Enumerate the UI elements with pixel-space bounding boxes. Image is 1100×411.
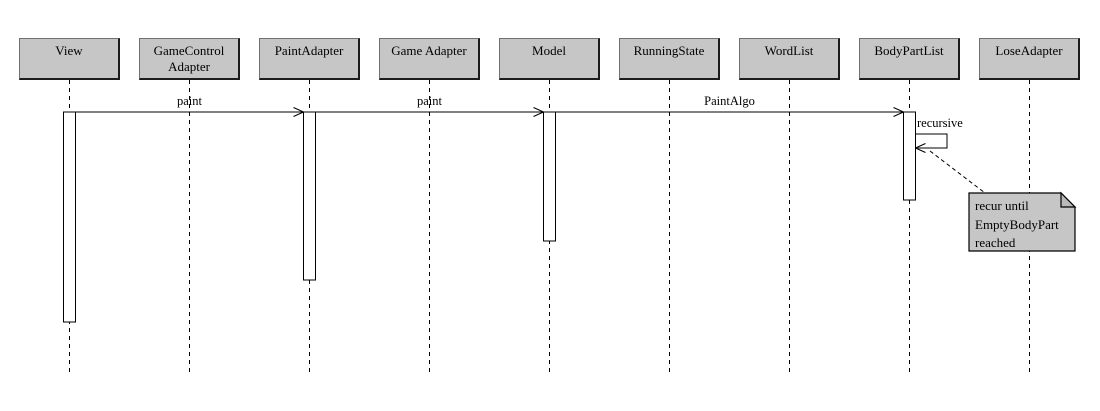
participant-label: WordList <box>764 43 814 58</box>
participant-label: RunningState <box>633 43 705 58</box>
note-fold-icon <box>1060 191 1077 208</box>
note-line: reached <box>975 235 1016 250</box>
participant-bodypartlist: BodyPartList <box>859 38 960 80</box>
message-arrowhead-2 <box>893 107 904 117</box>
participant-label: Game Adapter <box>391 43 467 58</box>
participant-model: Model <box>499 38 600 80</box>
participant-game-adapter: Game Adapter <box>379 38 480 80</box>
participant-label: BodyPartList <box>874 43 944 58</box>
participant-runningstate: RunningState <box>619 38 720 80</box>
message-arrowhead-0 <box>293 107 304 117</box>
self-call-line <box>915 133 948 149</box>
note-line: EmptyBodyPart <box>975 216 1059 232</box>
activation-view <box>63 111 76 323</box>
note-shape <box>968 192 1076 252</box>
message-label-3: recursive <box>917 116 963 130</box>
message-label-2: PaintAlgo <box>704 94 755 108</box>
participant-label: Model <box>532 43 566 58</box>
participant-label: View <box>55 43 83 58</box>
activation-bodypartlist <box>903 111 916 201</box>
participant-label: PaintAdapter <box>274 43 344 58</box>
note-anchor-line <box>929 150 986 194</box>
message-arrowhead-1 <box>533 107 544 117</box>
message-label-1: paint <box>417 94 442 108</box>
participant-view: View <box>19 38 120 80</box>
participant-label: LoseAdapter <box>995 43 1063 58</box>
note-line: recur until <box>975 198 1029 213</box>
participant-label: GameControl Adapter <box>153 43 225 74</box>
activation-model <box>543 111 556 242</box>
message-label-0: paint <box>177 94 202 108</box>
note-text: recur until EmptyBodyPart reached <box>975 197 1059 253</box>
activation-paintadapter <box>303 111 316 281</box>
participant-wordlist: WordList <box>739 38 840 80</box>
participant-loseadapter: LoseAdapter <box>979 38 1080 80</box>
participant-gamecontrol-adapter: GameControl Adapter <box>139 38 240 80</box>
self-call-arrowhead <box>915 143 926 153</box>
participant-paintadapter: PaintAdapter <box>259 38 360 80</box>
